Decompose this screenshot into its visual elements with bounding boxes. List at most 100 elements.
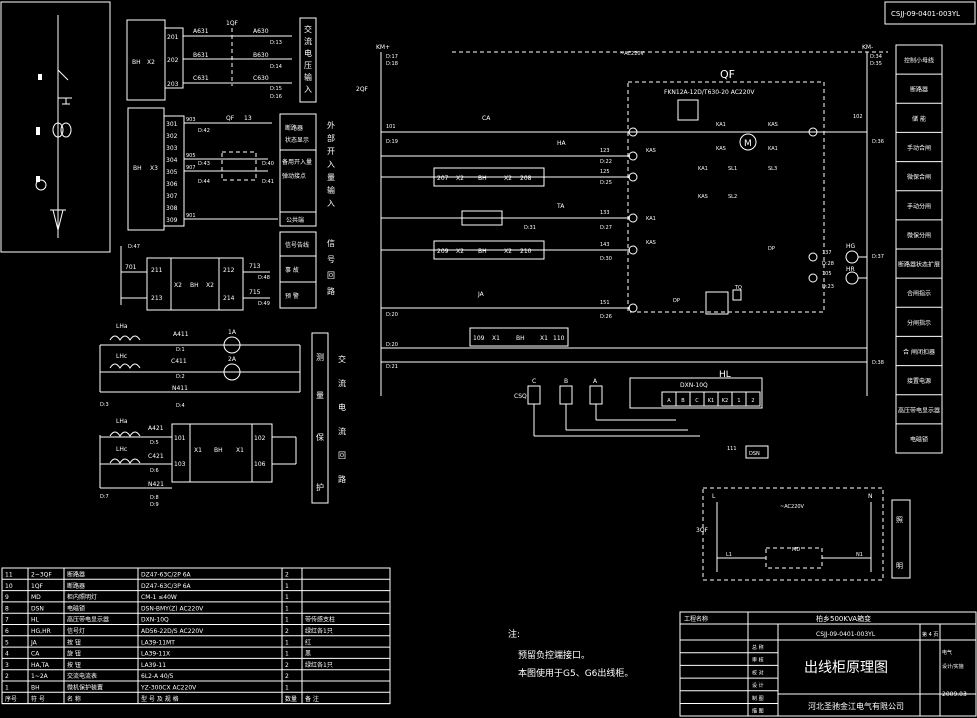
bom-cell: HA,TA (31, 662, 50, 669)
right-label: 微保分闸 (907, 231, 931, 239)
right-label: 储 能 (912, 115, 926, 123)
svg-text:210: 210 (520, 248, 532, 255)
bom-cell: 1 (285, 594, 289, 601)
right-label: 接置电源 (907, 377, 931, 385)
bom-cell: 断路器 (67, 571, 85, 579)
bom-cell: 电磁锁 (67, 604, 85, 612)
bom-cell: DZ47-63C/3P 6A (141, 583, 192, 590)
bom-header: 符 号 (31, 695, 45, 703)
role-label: 描 图 (752, 708, 764, 715)
svg-text:13: 13 (244, 115, 252, 122)
svg-text:D:25: D:25 (600, 180, 612, 186)
svg-text:DSN: DSN (749, 451, 760, 457)
bom-cell: 2 (285, 673, 289, 680)
svg-text:101: 101 (174, 435, 186, 442)
note-block: 注: 预留负控端接口。 本图使用于G5、G6出线柜。 (508, 628, 633, 679)
svg-text:设计/实施: 设计/实施 (942, 663, 964, 670)
bom-cell: 交流电流表 (67, 672, 97, 680)
svg-text:测: 测 (316, 353, 324, 362)
svg-text:~AC220V: ~AC220V (620, 51, 645, 57)
svg-text:214: 214 (223, 295, 235, 302)
svg-text:KM+: KM+ (376, 44, 390, 51)
bom-cell: DXN-10Q (141, 617, 169, 624)
svg-text:保: 保 (316, 432, 324, 442)
svg-text:量: 量 (327, 173, 335, 182)
svg-text:DP: DP (768, 246, 775, 252)
svg-text:QF: QF (720, 68, 735, 81)
bom-cell: 按 钮 (67, 638, 81, 646)
svg-text:M: M (744, 139, 752, 149)
svg-text:~AC220V: ~AC220V (780, 504, 805, 510)
svg-text:L: L (712, 493, 716, 500)
svg-text:101: 101 (386, 124, 396, 130)
signal-loop-block: D:47 701 211 213 X2 BH X2 212 214 713 71… (120, 231, 335, 311)
bom-cell: 1~2A (31, 673, 49, 680)
svg-text:103: 103 (174, 461, 186, 468)
svg-text:D:35: D:35 (870, 61, 882, 67)
svg-text:N1: N1 (856, 552, 863, 558)
svg-text:流: 流 (338, 378, 346, 388)
svg-text:D:6: D:6 (150, 468, 159, 474)
svg-text:125: 125 (600, 169, 610, 175)
bom-cell: DSN-BMY(Z) AC220V (141, 605, 204, 612)
svg-text:BH: BH (478, 248, 487, 255)
bom-cell: CA (31, 651, 40, 658)
svg-text:JA: JA (477, 291, 485, 298)
bom-cell: 2~3QF (31, 572, 52, 579)
single-line-panel (0, 1, 111, 253)
bom-cell: DSN (31, 605, 44, 612)
bom-header: 数量 (285, 695, 297, 703)
svg-text:D:21: D:21 (386, 364, 398, 370)
bom-header: 名 称 (67, 695, 81, 703)
svg-text:D:4: D:4 (176, 403, 185, 409)
svg-text:109: 109 (473, 335, 485, 342)
bom-cell: MD (31, 594, 41, 601)
bom-cell: 旋 钮 (67, 650, 81, 658)
svg-text:309: 309 (166, 217, 178, 224)
svg-text:LHa: LHa (116, 323, 128, 330)
right-label: 合 闸闭扣器 (903, 348, 935, 356)
svg-text:N411: N411 (172, 385, 188, 392)
svg-text:143: 143 (600, 242, 610, 248)
svg-text:CA: CA (482, 115, 491, 122)
svg-text:211: 211 (151, 267, 163, 274)
svg-text:3QF: 3QF (696, 527, 709, 534)
svg-text:302: 302 (166, 133, 178, 140)
bom-cell: 2 (5, 673, 9, 680)
bom-cell: DZ47-63C/2P 6A (141, 572, 192, 579)
bom-header: 序号 (5, 695, 17, 703)
svg-text:B: B (564, 378, 568, 385)
svg-text:D:31: D:31 (524, 225, 536, 231)
svg-text:KAS: KAS (698, 194, 708, 200)
svg-text:电: 电 (338, 402, 346, 412)
hl-cell: K1 (708, 398, 714, 404)
bom-cell: 7 (5, 617, 9, 624)
svg-text:外: 外 (327, 120, 335, 130)
svg-text:DP: DP (673, 298, 680, 304)
svg-text:D:20: D:20 (386, 342, 398, 348)
svg-text:D:15: D:15 (270, 86, 282, 92)
svg-text:河北圣驰金江电气有限公司: 河北圣驰金江电气有限公司 (808, 701, 904, 711)
svg-text:回: 回 (327, 271, 335, 280)
svg-text:BH: BH (132, 59, 141, 66)
svg-text:D:37: D:37 (872, 254, 884, 260)
hl-block: HL DXN-10Q CSQ C B A DSN 111 (514, 370, 769, 459)
svg-text:量: 量 (316, 391, 324, 400)
switch-input-block: BH X3 301 302 303 304 305 306 307 308 30… (127, 107, 335, 231)
svg-text:208: 208 (520, 175, 532, 182)
svg-text:D:49: D:49 (258, 301, 270, 307)
svg-text:电气: 电气 (942, 649, 952, 656)
svg-text:D:36: D:36 (872, 139, 884, 145)
svg-text:D:7: D:7 (100, 494, 109, 500)
svg-text:TQ: TQ (734, 285, 742, 291)
svg-text:路: 路 (338, 474, 346, 484)
bom-cell: 1 (285, 639, 289, 646)
svg-text:D:17: D:17 (386, 54, 398, 60)
svg-text:301: 301 (166, 121, 178, 128)
svg-text:KAS: KAS (716, 146, 726, 152)
svg-text:SL1: SL1 (728, 166, 737, 172)
lighting-block: L N ~AC220V 3QF L1 N1 MD 照 明 (696, 487, 911, 581)
svg-text:X2: X2 (456, 248, 464, 255)
bom-header: 型 号 及 规 格 (141, 695, 179, 703)
